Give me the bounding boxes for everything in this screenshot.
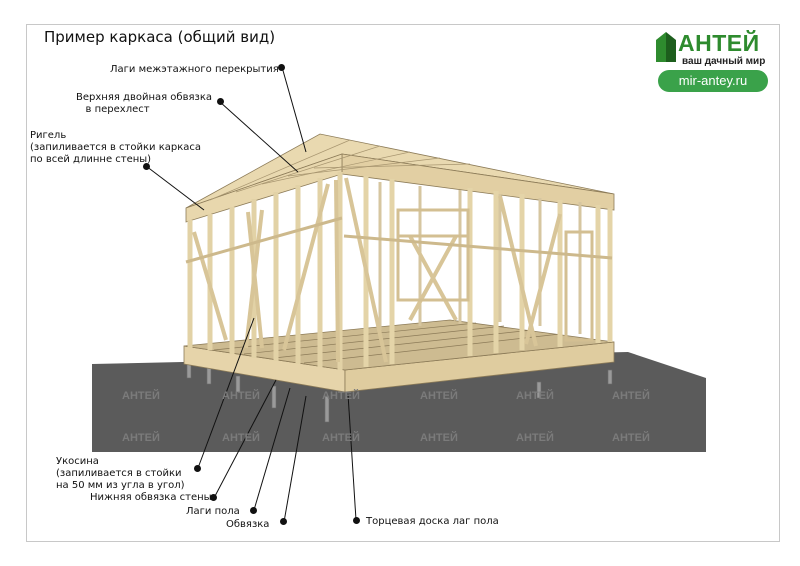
label-rim: Обвязка	[226, 519, 270, 530]
watermark: АНТЕЙ	[612, 432, 650, 444]
watermark: АНТЕЙ	[222, 390, 260, 402]
callout-dot	[278, 64, 285, 71]
watermark: АНТЕЙ	[516, 432, 554, 444]
logo-tagline: ваш дачный мир	[682, 56, 766, 67]
ground-plane	[92, 352, 706, 452]
label-crossbar: Ригель (запиливается в стойки каркаса по…	[30, 130, 202, 165]
callout-dot	[250, 507, 257, 514]
site-link[interactable]: mir-antey.ru	[658, 70, 768, 92]
callout-dot	[210, 494, 217, 501]
callout-dot	[280, 518, 287, 525]
label-end-board: Торцевая доска лаг пола	[366, 516, 499, 527]
watermark: АНТЕЙ	[222, 432, 260, 444]
watermark: АНТЕЙ	[516, 390, 554, 402]
page-title: Пример каркаса (общий вид)	[44, 28, 276, 46]
watermark: АНТЕЙ	[420, 432, 458, 444]
callout-dot	[143, 163, 150, 170]
sheet-border	[26, 24, 780, 542]
watermark: АНТЕЙ	[322, 390, 360, 402]
logo-icon	[656, 32, 676, 62]
callout-dot	[353, 517, 360, 524]
logo-brand: АНТЕЙ	[678, 30, 760, 56]
label-bottom-plate: Нижняя обвязка стены	[90, 492, 212, 503]
label-brace: Укосина (запиливается в стойки на 50 мм …	[56, 456, 185, 491]
label-floor-joists: Лаги пола	[186, 506, 240, 517]
watermark: АНТЕЙ	[420, 390, 458, 402]
callout-dot	[217, 98, 224, 105]
watermark: АНТЕЙ	[122, 390, 160, 402]
label-top-plate: Верхняя двойная обвязка в перехлест	[76, 92, 212, 115]
watermark: АНТЕЙ	[322, 432, 360, 444]
watermark: АНТЕЙ	[612, 390, 650, 402]
callout-dot	[194, 465, 201, 472]
watermark: АНТЕЙ	[122, 432, 160, 444]
label-floor-joists-upper: Лаги межэтажного перекрытия	[110, 64, 279, 75]
